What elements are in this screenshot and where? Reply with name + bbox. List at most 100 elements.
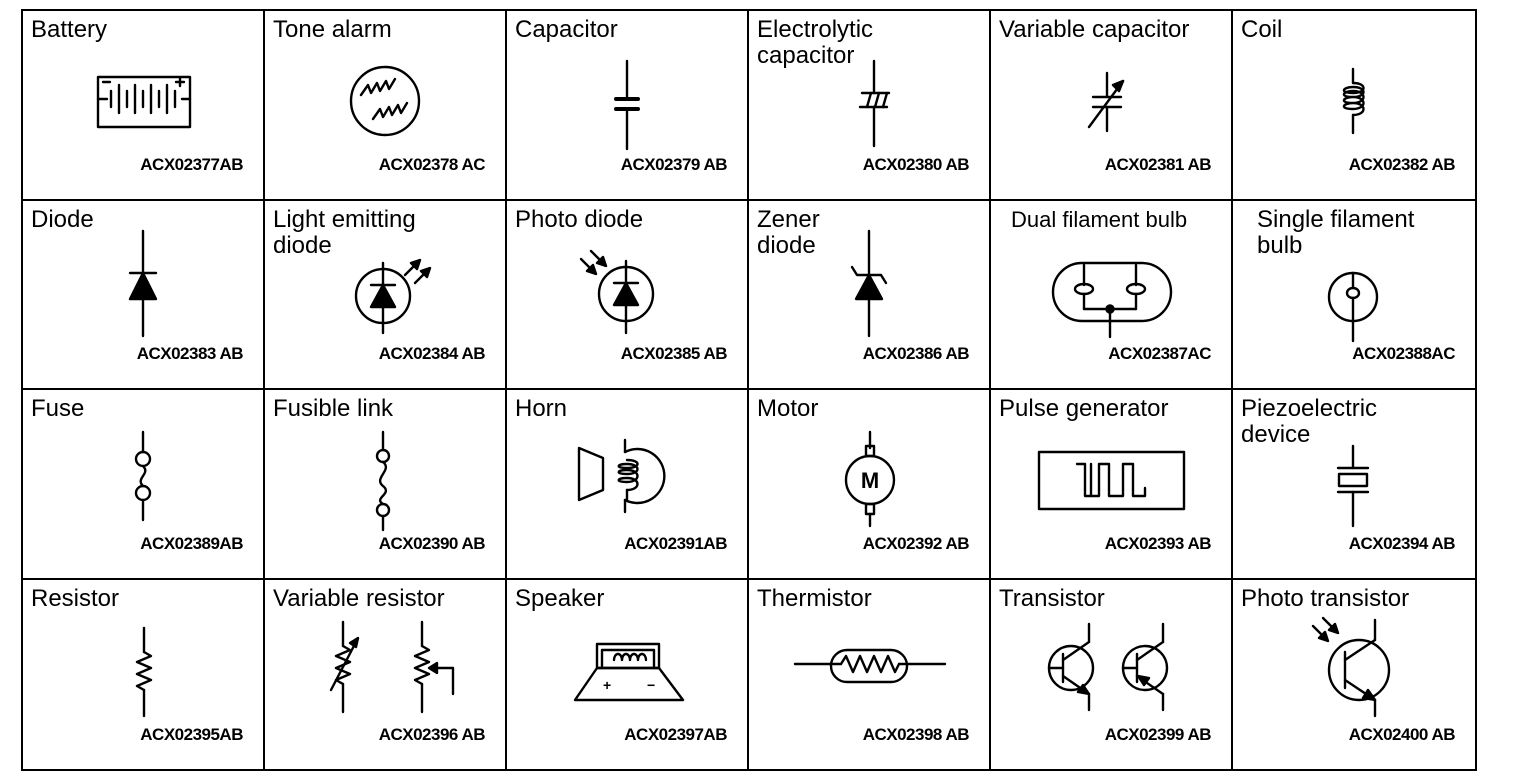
cell-piezoelectric-device: Piezoelectric device ACX02394 AB — [1233, 390, 1475, 580]
diode-symbol-icon — [128, 229, 158, 337]
cell-thermistor: Thermistor ACX02398 AB — [749, 579, 991, 769]
symbol-label: Speaker — [515, 584, 605, 612]
symbol-code: ACX02388AC — [1352, 344, 1455, 363]
symbol-code: ACX02392 AB — [862, 533, 970, 553]
symbol-label: Variable resistor — [273, 584, 445, 612]
symbol-code: ACX02395AB — [140, 725, 243, 744]
symbol-code: ACX02387AC — [1108, 344, 1211, 363]
symbol-label: Thermistor — [757, 584, 872, 612]
symbol-code: ACX02400 AB — [1348, 725, 1456, 744]
cell-variable-resistor: Variable resistor ACX02396 AB — [265, 579, 507, 769]
symbol-label: Capacitor — [515, 16, 618, 43]
cell-capacitor: Capacitor ACX02379 AB — [507, 11, 749, 201]
symbol-label: Electrolytic capacitor — [757, 16, 874, 69]
electrolytic-capacitor-symbol-icon — [858, 59, 891, 148]
symbol-label: Fusible link — [273, 395, 394, 422]
symbol-label: Photo transistor — [1241, 584, 1410, 612]
symbol-label: Zener diode — [757, 205, 820, 259]
motor-glyph: M — [861, 468, 879, 493]
speaker-symbol-icon: + − — [573, 642, 685, 701]
cell-electrolytic-capacitor: Electrolytic capacitor ACX02380 AB — [749, 11, 991, 201]
photo-transistor-symbol-icon — [1311, 616, 1391, 717]
speaker-plus-glyph: + — [603, 677, 611, 693]
symbol-label: Single filament bulb — [1257, 205, 1415, 259]
symbol-label: Battery — [31, 16, 108, 43]
resistor-symbol-icon — [135, 626, 153, 717]
variable-capacitor-symbol-icon — [1087, 71, 1125, 133]
symbol-code: ACX02383 AB — [136, 344, 244, 363]
zener-diode-symbol-icon — [850, 229, 888, 337]
thermistor-symbol-icon — [793, 648, 947, 683]
cell-variable-capacitor: Variable capacitor ACX02381 AB — [991, 11, 1233, 201]
variable-resistor-symbol-icon — [329, 620, 455, 713]
fusible-link-symbol-icon — [375, 430, 391, 532]
single-filament-bulb-symbol-icon — [1327, 271, 1379, 342]
cell-photo-diode: Photo diode ACX02385 AB — [507, 200, 749, 390]
horn-symbol-icon — [577, 438, 666, 514]
symbol-code: ACX02391AB — [624, 533, 727, 553]
cell-fuse: Fuse ACX02389AB — [23, 390, 265, 580]
symbol-label: Variable capacitor — [999, 16, 1190, 43]
cell-coil: Coil ACX02382 AB — [1233, 11, 1475, 201]
fuse-symbol-icon — [134, 430, 152, 522]
symbol-label: Dual filament bulb — [1011, 206, 1188, 232]
cell-diode: Diode ACX02383 AB — [23, 200, 265, 390]
symbol-code: ACX02393 AB — [1104, 533, 1212, 553]
symbol-code: ACX02381 AB — [1104, 154, 1212, 174]
symbol-code: ACX02386 AB — [862, 344, 970, 363]
cell-dual-filament-bulb: Dual filament bulb ACX02387AC — [991, 200, 1233, 390]
pulse-generator-symbol-icon — [1037, 450, 1186, 511]
symbol-label: Resistor — [31, 584, 120, 612]
symbol-code: ACX02399 AB — [1104, 725, 1212, 744]
symbol-code: ACX02397AB — [624, 725, 727, 744]
symbol-code: ACX02390 AB — [378, 533, 486, 553]
symbol-code: ACX02385 AB — [620, 344, 728, 363]
cell-fusible-link: Fusible link ACX02390 AB — [265, 390, 507, 580]
cell-zener-diode: Zener diode ACX02386 AB — [749, 200, 991, 390]
battery-symbol-icon — [96, 75, 192, 129]
symbol-code: ACX02382 AB — [1348, 154, 1456, 174]
cell-horn: Horn ACX02391AB — [507, 390, 749, 580]
symbol-label: Diode — [31, 205, 94, 233]
symbol-label: Pulse generator — [999, 395, 1169, 422]
motor-symbol-icon: M — [844, 430, 896, 528]
cell-single-filament-bulb: Single filament bulb ACX02388AC — [1233, 201, 1475, 390]
symbol-label: Horn — [515, 395, 568, 422]
symbol-code: ACX02377AB — [140, 154, 243, 174]
symbol-code: ACX02380 AB — [862, 154, 970, 174]
cell-tone-alarm: Tone alarm ACX02378 AC — [265, 11, 507, 201]
symbol-label: Piezoelectric device — [1241, 395, 1378, 448]
capacitor-symbol-icon — [614, 59, 640, 151]
symbol-code: ACX02396 AB — [378, 725, 486, 744]
cell-transistor: Transistor ACX02399 AB — [991, 579, 1233, 769]
symbol-code: ACX02378 AC — [378, 154, 486, 174]
dual-filament-bulb-symbol-icon — [1051, 261, 1173, 338]
symbol-grid: Battery ACX02377AB Tone alarm AC — [21, 9, 1477, 771]
transistor-symbol-icon — [1047, 622, 1169, 711]
cell-speaker: Speaker + − ACX02397AB — [507, 579, 749, 769]
symbol-code: ACX02384 AB — [378, 344, 486, 363]
tone-alarm-symbol-icon — [349, 65, 421, 137]
symbol-code: ACX02394 AB — [1348, 533, 1456, 553]
led-symbol-icon — [354, 258, 432, 334]
cell-light-emitting-diode: Light emitting diode ACX02384 AB — [265, 200, 507, 390]
symbol-code: ACX02379 AB — [620, 154, 728, 174]
cell-photo-transistor: Photo transistor ACX02400 AB — [1233, 580, 1475, 770]
speaker-minus-glyph: − — [647, 677, 655, 693]
symbol-label: Fuse — [31, 395, 85, 422]
symbol-code: ACX02389AB — [140, 533, 243, 553]
cell-motor: Motor M ACX02392 AB — [749, 390, 991, 580]
symbol-label: Motor — [757, 395, 819, 422]
symbol-label: Light emitting diode — [273, 205, 416, 259]
symbol-label: Coil — [1241, 16, 1283, 43]
symbol-label: Transistor — [999, 584, 1105, 612]
symbol-label: Photo diode — [515, 205, 644, 233]
cell-resistor: Resistor ACX02395AB — [23, 579, 265, 769]
symbol-label: Tone alarm — [273, 16, 392, 43]
piezoelectric-device-symbol-icon — [1336, 444, 1370, 528]
cell-pulse-generator: Pulse generator ACX02393 AB — [991, 390, 1233, 580]
photo-diode-symbol-icon — [579, 249, 655, 334]
cell-battery: Battery ACX02377AB — [23, 11, 265, 201]
coil-symbol-icon — [1342, 67, 1365, 135]
symbol-code: ACX02398 AB — [862, 725, 970, 744]
